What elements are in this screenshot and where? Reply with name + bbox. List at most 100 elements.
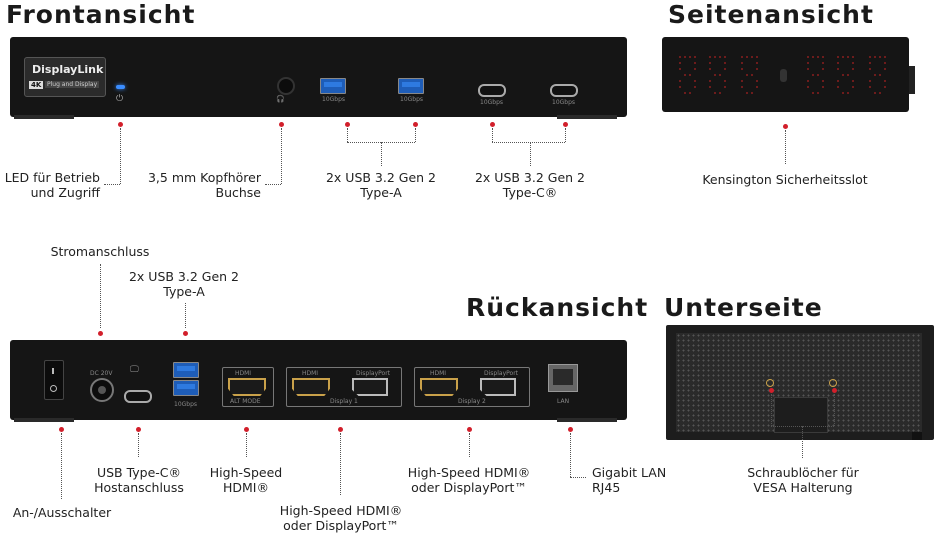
label-usbc-host-line2: Hostanschluss [94, 480, 184, 495]
power-icon: ⏻ [116, 94, 124, 104]
switch-leader [61, 433, 62, 499]
label-vesa: Schraublöcher für VESA Halterung [728, 465, 878, 495]
heading-rear: Rückansicht [466, 293, 649, 322]
power-switch [44, 360, 64, 400]
label-rear-usba-line2: Type-A [163, 284, 205, 299]
rear-usba-marker [183, 331, 188, 336]
label-hdmi-single-line1: High-Speed [209, 465, 283, 480]
vesa-leader-right [834, 394, 835, 426]
heading-front: Frontansicht [6, 0, 196, 29]
display1-group [286, 367, 402, 407]
label-lan: Gigabit LAN RJ45 [592, 465, 682, 495]
lan-marker [568, 427, 573, 432]
display2-hdmi-port [420, 378, 458, 396]
front-usbc-port-2 [550, 84, 578, 97]
label-hdmi-single-line2: HDMI® [223, 480, 269, 495]
front-usbc-marker-2 [563, 122, 568, 127]
label-led: LED für Betrieb und Zugriff [0, 170, 100, 200]
display1-dp-label: DisplayPort [356, 370, 391, 377]
alt-mode-label: ALT MODE [230, 398, 261, 405]
display2-dp-label: DisplayPort [484, 370, 519, 377]
label-led-line1: LED für Betrieb [4, 170, 100, 185]
rear-usba-leader [185, 303, 186, 328]
lan-port [548, 364, 578, 392]
rear-usbc-host-port [124, 390, 152, 403]
front-usbc-leader-1 [492, 128, 493, 142]
headphone-leader-h [265, 184, 281, 185]
label-hdmi-dp-1-line1: High-Speed HDMI® [279, 503, 403, 518]
front-usbc-leader-v [530, 142, 531, 166]
label-kensington: Kensington Sicherheitsslot [690, 172, 880, 187]
display1-hdmi-port [292, 378, 330, 396]
displaylink-logo: DisplayLink 4K Plug and Display [24, 57, 106, 97]
vesa-leader-v [802, 426, 803, 458]
label-front-usba-line1: 2x USB 3.2 Gen 2 [325, 170, 437, 185]
headphone-jack [277, 77, 295, 95]
power-in-marker [98, 331, 103, 336]
hdmi-dp-1-marker [338, 427, 343, 432]
label-vesa-line2: VESA Halterung [753, 480, 853, 495]
label-power-in: Stromanschluss [40, 244, 160, 259]
logo-badge: 4K [29, 81, 44, 89]
side-view-device [662, 37, 909, 112]
hdmi-alt-label: HDMI [235, 370, 252, 377]
front-usba-leader-1 [347, 128, 348, 142]
side-vent-pattern [679, 56, 886, 94]
front-usba-port-1 [320, 78, 346, 94]
front-usbc-marker-1 [490, 122, 495, 127]
rear-usba-port-2 [173, 380, 199, 396]
vesa-leader-left [771, 394, 772, 426]
dc-jack [90, 378, 114, 402]
front-usba-marker-1 [345, 122, 350, 127]
front-usba-1-speed: 10Gbps [322, 96, 346, 103]
label-front-usbc-line2: Type-C® [502, 185, 558, 200]
display2-label: Display 2 [458, 398, 486, 405]
vesa-marker-left [769, 388, 774, 393]
usbc-host-icon: 🖵 [130, 365, 139, 375]
front-foot-left [14, 115, 74, 119]
front-view-device: DisplayLink 4K Plug and Display ⏻ 🎧 10Gb… [10, 37, 627, 117]
label-led-line2: und Zugriff [30, 185, 100, 200]
label-hdmi-single: High-Speed HDMI® [196, 465, 296, 495]
switch-off-mark [50, 385, 57, 392]
front-usba-2-speed: 10Gbps [400, 96, 424, 103]
front-foot-right [557, 115, 617, 119]
vent-cluster-1 [679, 56, 696, 94]
label-usbc-host: USB Type-C® Hostanschluss [82, 465, 196, 495]
front-usbc-1-speed: 10Gbps [480, 99, 504, 106]
display2-group [414, 367, 530, 407]
bottom-view-device [666, 325, 934, 440]
hdmi-single-marker [244, 427, 249, 432]
rear-usba-speed: 10Gbps [174, 401, 198, 408]
label-switch-line1: An-/Ausschalter [12, 505, 112, 520]
vent-cluster-3 [741, 56, 758, 94]
kensington-slot [780, 69, 787, 82]
headphone-leader-v [281, 128, 282, 184]
front-usbc-leader-h [492, 142, 565, 143]
vent-cluster-5 [837, 56, 854, 94]
label-power-in-line1: Stromanschluss [50, 244, 150, 259]
logo-brand: DisplayLink [32, 63, 104, 76]
side-cable-tab [909, 66, 915, 94]
label-rear-usba-line1: 2x USB 3.2 Gen 2 [128, 269, 240, 284]
dc-label: DC 20V [90, 370, 113, 377]
hdmi-dp-2-leader [469, 433, 470, 457]
label-front-usba-line2: Type-A [360, 185, 402, 200]
headset-icon: 🎧 [276, 95, 285, 103]
label-headphone-line1: 3,5 mm Kopfhörer [147, 170, 261, 185]
rear-foot-right [557, 418, 617, 422]
vesa-marker-right [832, 388, 837, 393]
label-hdmi-dp-2-line2: oder DisplayPort™ [411, 480, 527, 495]
label-headphone: 3,5 mm Kopfhörer Buchse [135, 170, 261, 200]
front-usbc-port-1 [478, 84, 506, 97]
vesa-hole-right [829, 379, 837, 387]
kensington-leader [785, 130, 786, 164]
front-usbc-2-speed: 10Gbps [552, 99, 576, 106]
lan-leader-h [570, 477, 586, 478]
hdmi-dp-2-marker [467, 427, 472, 432]
switch-on-mark [52, 368, 54, 374]
label-kensington-line1: Kensington Sicherheitsslot [702, 172, 868, 187]
usbc-host-leader [138, 433, 139, 457]
heading-bottom: Unterseite [664, 293, 823, 322]
front-usba-leader-v [381, 142, 382, 166]
